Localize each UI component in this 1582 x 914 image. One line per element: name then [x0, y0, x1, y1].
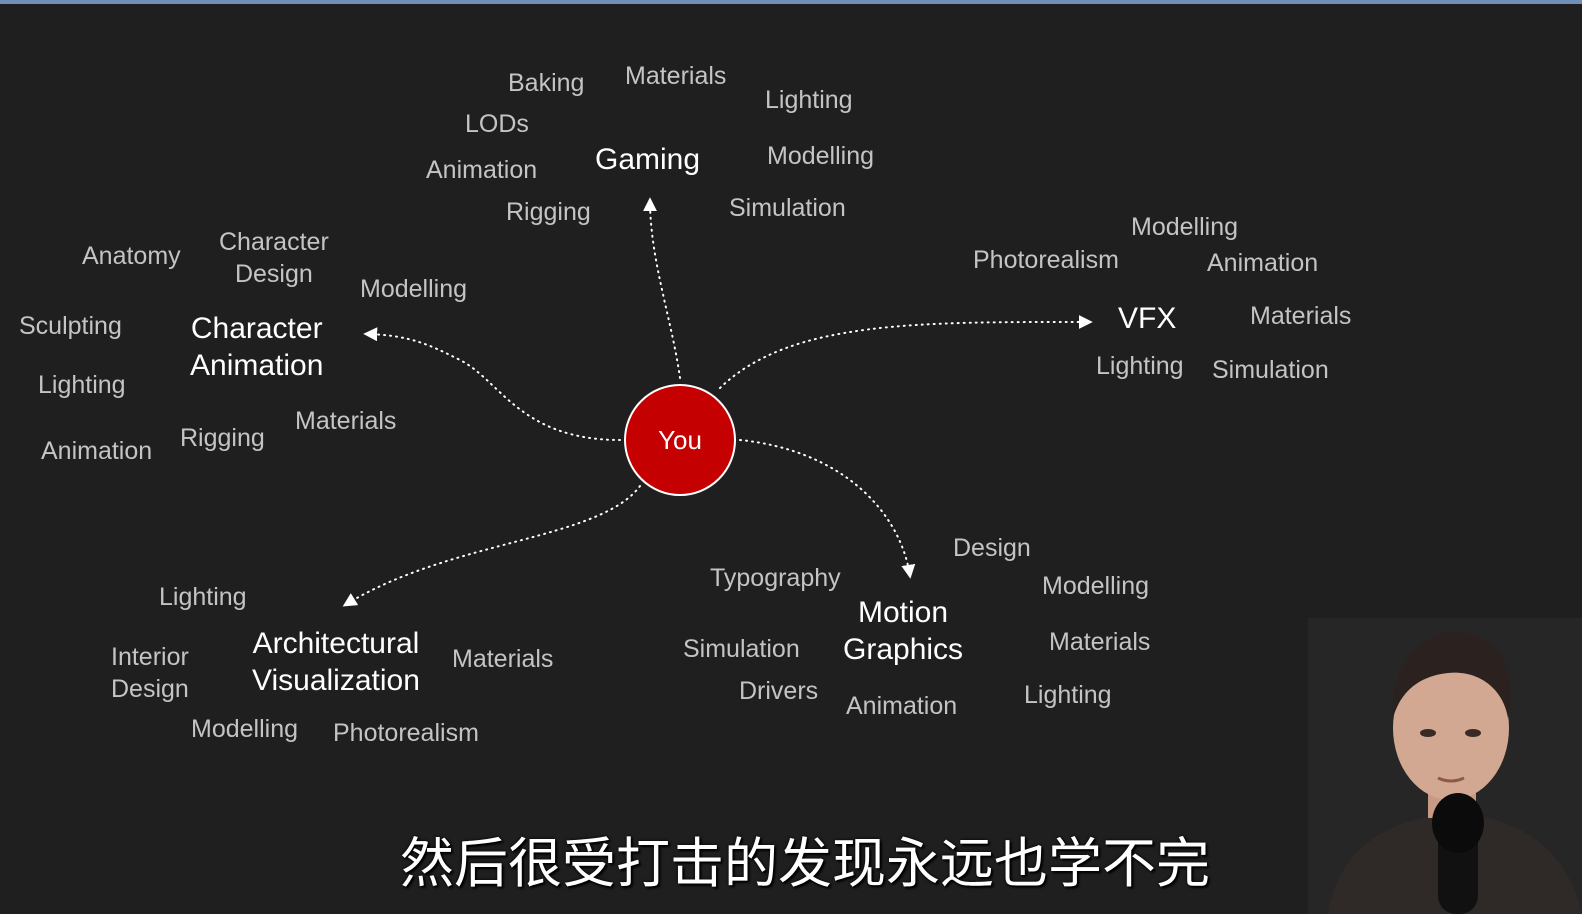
- arch-skill-modelling: Modelling: [191, 715, 299, 743]
- hub-arch-viz-line1: Architectural: [252, 627, 420, 660]
- hub-character-animation: Character Animation: [190, 310, 323, 384]
- hub-gaming: Gaming: [595, 143, 701, 176]
- hub-motion-graphics-line1: Motion: [858, 596, 949, 629]
- gaming-skill-modelling: Modelling: [767, 142, 875, 170]
- arch-skill-lighting: Lighting: [159, 583, 247, 611]
- character-skill-materials: Materials: [295, 407, 397, 435]
- connector-vfx: [719, 314, 1093, 389]
- character-design-line2: Design: [234, 260, 313, 288]
- you-label: You: [658, 424, 702, 455]
- presenter-figure: [1308, 618, 1582, 914]
- presenter-webcam: [1308, 618, 1582, 914]
- hub-arch-viz: Architectural Visualization: [252, 625, 420, 699]
- vfx-skill-lighting: Lighting: [1096, 352, 1184, 380]
- arch-skill-interior-design: Interior Design: [111, 641, 189, 705]
- motion-skill-modelling: Modelling: [1042, 572, 1150, 600]
- character-skill-modelling: Modelling: [360, 275, 468, 303]
- gaming-skill-materials: Materials: [625, 62, 727, 90]
- connector-character-animation: [363, 327, 621, 441]
- character-skill-lighting: Lighting: [38, 371, 126, 399]
- hub-motion-graphics-line2: Graphics: [843, 633, 964, 666]
- connector-motion-graphics: [739, 439, 916, 579]
- vfx-skill-materials: Materials: [1250, 302, 1352, 330]
- hub-arch-viz-line2: Visualization: [252, 664, 420, 697]
- motion-skill-lighting: Lighting: [1024, 681, 1112, 709]
- interior-design-line1: Interior: [111, 643, 189, 671]
- hub-character-animation-line1: Character: [190, 312, 323, 345]
- vfx-skill-photorealism: Photorealism: [973, 246, 1119, 274]
- arch-skill-materials: Materials: [452, 645, 554, 673]
- character-skill-anatomy: Anatomy: [82, 242, 181, 270]
- vfx-skill-simulation: Simulation: [1212, 356, 1329, 384]
- connector-arch-viz: [342, 485, 641, 607]
- hub-vfx: VFX: [1118, 302, 1177, 335]
- subtitle-caption: 然后很受打击的发现永远也学不完: [400, 834, 1210, 894]
- character-skill-animation: Animation: [41, 437, 153, 465]
- character-skill-rigging: Rigging: [180, 424, 265, 452]
- hub-character-animation-line2: Animation: [190, 349, 324, 382]
- hub-motion-graphics: Motion Graphics: [843, 594, 963, 668]
- gaming-skill-lods: LODs: [465, 110, 529, 138]
- vfx-skill-modelling: Modelling: [1131, 213, 1239, 241]
- motion-skill-drivers: Drivers: [739, 677, 819, 705]
- interior-design-line2: Design: [111, 675, 189, 703]
- top-border: [0, 0, 1582, 4]
- gaming-skill-simulation: Simulation: [729, 194, 846, 222]
- gaming-skill-baking: Baking: [508, 69, 585, 97]
- motion-skill-simulation: Simulation: [683, 635, 800, 663]
- character-skill-character-design: Character Design: [219, 226, 329, 290]
- motion-skill-typography: Typography: [710, 564, 841, 592]
- character-design-line1: Character: [219, 228, 329, 256]
- gaming-skill-lighting: Lighting: [765, 86, 853, 114]
- motion-skill-animation: Animation: [846, 692, 958, 720]
- vfx-skill-animation: Animation: [1207, 249, 1319, 277]
- motion-skill-materials: Materials: [1049, 628, 1151, 656]
- connector-gaming: [643, 197, 681, 379]
- motion-skill-design: Design: [953, 534, 1031, 562]
- arch-skill-photorealism: Photorealism: [333, 719, 479, 747]
- gaming-skill-rigging: Rigging: [506, 198, 591, 226]
- gaming-skill-animation: Animation: [426, 156, 538, 184]
- you-node: You: [624, 384, 736, 496]
- character-skill-sculpting: Sculpting: [19, 312, 122, 340]
